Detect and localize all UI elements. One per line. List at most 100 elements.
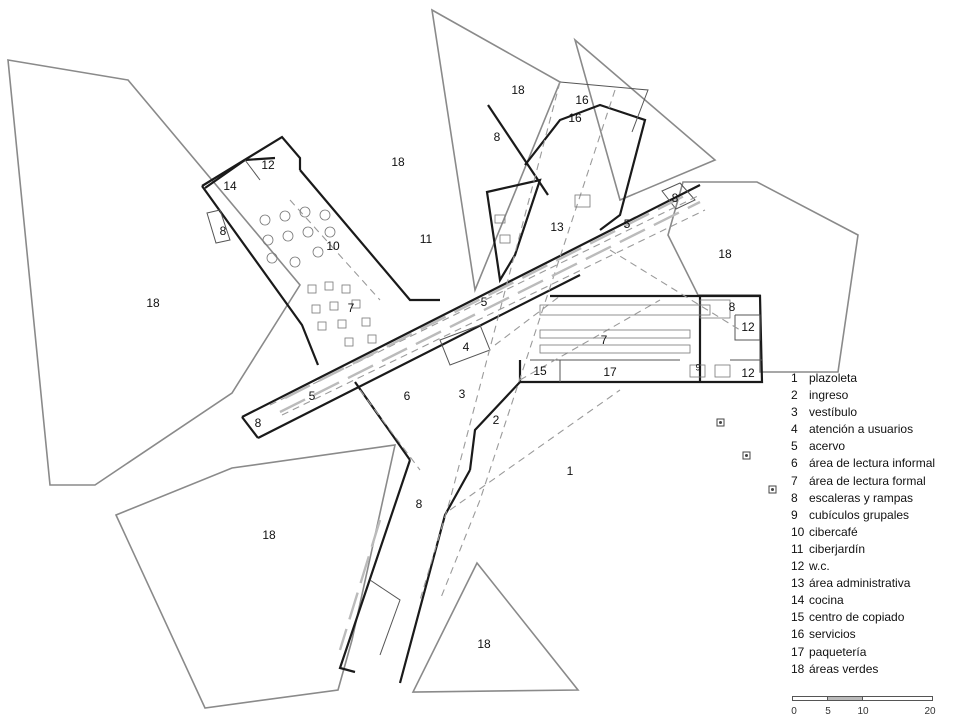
scale-tick-20: 20 <box>924 706 936 717</box>
label-9: 9 <box>695 362 700 372</box>
legend-number: 7 <box>791 473 798 488</box>
label-8-ne: 8 <box>672 191 679 205</box>
legend-text: cocina <box>809 593 844 608</box>
label-8-south: 8 <box>416 497 423 511</box>
green-area-bottom <box>411 561 580 693</box>
scale-segment-1 <box>792 696 828 701</box>
legend-number: 2 <box>791 388 798 403</box>
green-area-sw <box>114 444 397 709</box>
legend-item: 2 ingreso <box>791 387 956 404</box>
legend-text: ciberjardín <box>809 541 866 556</box>
building-walls <box>201 81 764 684</box>
legend-text: área de lectura formal <box>809 473 926 488</box>
scale-segment-2 <box>827 696 863 701</box>
label-6: 6 <box>404 389 411 403</box>
legend-item: 7 área de lectura formal <box>791 473 956 490</box>
green-area-nw <box>7 59 301 486</box>
legend-text: cibercafé <box>809 524 858 539</box>
legend-text: atención a usuarios <box>809 422 914 437</box>
label-5-sw: 5 <box>309 389 316 403</box>
label-16-a: 16 <box>575 93 589 107</box>
scale-tick-0: 0 <box>791 706 797 717</box>
green-area-ne <box>573 37 717 202</box>
label-18-nw: 18 <box>391 155 405 169</box>
label-3: 3 <box>459 387 466 401</box>
label-2: 2 <box>493 413 500 427</box>
label-12-e1: 12 <box>741 320 755 334</box>
legend-number: 18 <box>791 661 805 676</box>
legend-number: 13 <box>791 576 805 591</box>
label-18-top: 18 <box>511 83 525 97</box>
legend-text: acervo <box>809 439 846 454</box>
legend-number: 6 <box>791 456 798 471</box>
legend-item: 12 w.c. <box>791 558 956 575</box>
legend-item: 13 área administrativa <box>791 575 956 592</box>
label-5-ne: 5 <box>624 217 631 231</box>
label-18-bottom: 18 <box>477 637 491 651</box>
legend-item: 10 cibercafé <box>791 524 956 541</box>
legend-text: escaleras y rampas <box>809 490 914 505</box>
legend-number: 8 <box>791 490 798 505</box>
legend-text: ingreso <box>809 388 849 403</box>
label-1: 1 <box>567 464 574 478</box>
label-12-nw: 12 <box>261 158 275 172</box>
shelving <box>279 191 701 651</box>
label-8-east: 8 <box>729 300 736 314</box>
legend-text: w.c. <box>809 559 830 574</box>
legend-item: 8 escaleras y rampas <box>791 490 956 507</box>
room-labels: 18 18 18 18 18 18 16 16 8 8 8 8 8 8 12 1… <box>146 83 755 651</box>
label-18-east: 18 <box>718 247 732 261</box>
label-8-sw: 8 <box>255 416 262 430</box>
legend-number: 3 <box>791 405 798 420</box>
legend-number: 12 <box>791 559 805 574</box>
legend-number: 14 <box>791 593 805 608</box>
legend-text: cubículos grupales <box>809 507 910 522</box>
scale-bar: 0 5 10 20 <box>791 696 936 720</box>
legend-text: área administrativa <box>809 576 911 591</box>
site-markers <box>716 418 777 494</box>
legend-item: 4 atención a usuarios <box>791 421 956 438</box>
legend-text: vestíbulo <box>809 405 858 420</box>
furniture <box>259 194 731 378</box>
label-15: 15 <box>533 364 547 378</box>
legend-number: 4 <box>791 422 798 437</box>
legend-number: 11 <box>791 541 804 556</box>
label-11: 11 <box>420 232 433 246</box>
label-18-sw: 18 <box>262 528 276 542</box>
legend-text: centro de copiado <box>809 610 905 625</box>
scale-segment-3 <box>862 696 933 701</box>
scale-tick-5: 5 <box>825 706 831 717</box>
label-7-east: 7 <box>601 333 608 347</box>
label-4: 4 <box>463 340 470 354</box>
legend-item: 18 áreas verdes <box>791 661 956 678</box>
label-18-left: 18 <box>146 296 160 310</box>
label-5-center: 5 <box>481 295 488 309</box>
label-14: 14 <box>223 179 237 193</box>
legend-text: áreas verdes <box>809 661 879 676</box>
legend-item: 11 ciberjardín <box>791 541 956 558</box>
legend-text: paquetería <box>809 644 867 659</box>
label-12-e2: 12 <box>741 366 755 380</box>
label-13: 13 <box>550 220 564 234</box>
green-area-east <box>667 181 859 373</box>
label-17: 17 <box>603 365 617 379</box>
label-7-west: 7 <box>348 301 355 315</box>
legend-number: 10 <box>791 524 805 539</box>
legend-item: 9 cubículos grupales <box>791 507 956 524</box>
legend-item: 3 vestíbulo <box>791 404 956 421</box>
legend-number: 1 <box>791 371 798 385</box>
label-10: 10 <box>326 239 340 253</box>
legend-number: 9 <box>791 507 798 522</box>
legend-item: 14 cocina <box>791 592 956 609</box>
legend-text: servicios <box>809 627 856 642</box>
label-8-north: 8 <box>494 130 501 144</box>
scale-tick-10: 10 <box>857 706 869 717</box>
